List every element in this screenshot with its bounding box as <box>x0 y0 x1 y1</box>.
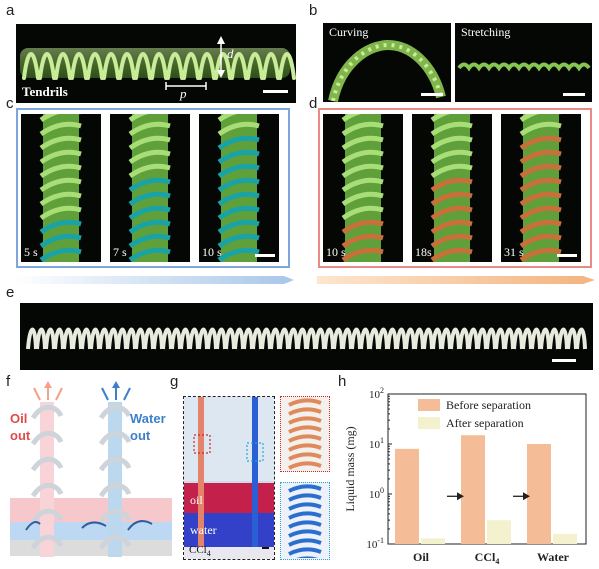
diameter-label: d <box>227 46 234 61</box>
water-out-label: Water out <box>130 410 166 444</box>
separation-photo-graphic <box>184 397 274 559</box>
panel-d-frame <box>318 108 592 268</box>
pitch-label: p <box>180 86 187 101</box>
x-tick-label: Oil <box>413 550 430 564</box>
bar-before <box>461 435 485 544</box>
tendrils-photo: Tendrils p d <box>16 24 296 103</box>
arrow-head <box>523 492 530 501</box>
helix-fiber-graphic <box>39 107 82 263</box>
scale-bar <box>255 254 275 257</box>
panel-c-image-1: 5 s <box>21 107 101 263</box>
scale-bar <box>552 359 576 362</box>
bar-after <box>487 520 511 544</box>
oil-out-line1: Oil <box>10 411 28 426</box>
oil-out-line2: out <box>10 428 31 443</box>
time-label: 7 s <box>113 245 127 259</box>
stretching-tendril-graphic <box>457 62 591 72</box>
panel-d-time-arrow <box>317 276 595 284</box>
stretching-label: Stretching <box>461 25 511 39</box>
water-zoom-graphic <box>288 484 322 565</box>
water-out-line1: Water <box>130 411 166 426</box>
time-label: 5 s <box>24 245 38 259</box>
panel-label-f: f <box>6 373 11 390</box>
oil-layer-label: oil <box>190 493 203 507</box>
legend-label: After separation <box>446 416 524 430</box>
time-label: 31 s <box>504 245 524 259</box>
bar-after <box>421 538 445 544</box>
time-label: 10 s <box>326 245 346 259</box>
curving-tendril-graphic <box>328 39 446 103</box>
oil-out-label: Oil out <box>10 410 30 444</box>
panel-label-h: h <box>338 373 347 390</box>
helix-fiber-graphic <box>341 107 384 263</box>
tendril-coil-graphic <box>20 36 296 90</box>
scale-bar <box>557 254 577 257</box>
panel-label-e: e <box>6 284 15 301</box>
bar-after <box>553 533 577 544</box>
scale-bar <box>421 93 443 96</box>
ccl4-main: CCl <box>189 544 207 556</box>
y-tick-label: 101 <box>369 436 384 451</box>
ccl4-layer-label: CCl4 <box>189 544 211 558</box>
separation-schematic: Oil out Water out <box>6 380 174 558</box>
separation-photo: oil water CCl4 <box>183 396 275 560</box>
panel-label-d: d <box>309 95 318 112</box>
helix-fiber-graphic <box>430 107 473 263</box>
panel-label-a: a <box>6 2 15 19</box>
time-label: 18s <box>415 245 432 259</box>
panel-d-image-2: 18s <box>412 107 492 263</box>
helix-fiber-graphic <box>217 107 260 263</box>
stretching-photo: Stretching <box>455 23 592 102</box>
scale-bar <box>563 93 585 96</box>
long-helix-graphic <box>26 327 587 350</box>
panel-label-b: b <box>309 2 318 19</box>
curving-photo: Curving <box>323 23 451 103</box>
legend-swatch <box>418 417 440 429</box>
panel-c-time-arrow <box>14 276 294 284</box>
tendrils-label: Tendrils <box>22 84 68 99</box>
y-tick-label: 102 <box>369 386 384 401</box>
y-tick-label: 100 <box>369 486 384 501</box>
x-tick-label: CCl4 <box>475 550 500 566</box>
panel-d-image-1: 10 s <box>323 107 403 263</box>
x-tick-label: Water <box>537 550 570 564</box>
oil-zoom-graphic <box>288 398 322 479</box>
schematic-graphic <box>10 381 172 557</box>
bar-before <box>395 448 419 544</box>
water-zoom-inset <box>280 482 330 565</box>
time-label: 10 s <box>202 245 222 259</box>
long-helix-photo <box>20 303 593 370</box>
curving-label: Curving <box>329 25 369 39</box>
water-layer-label: water <box>190 523 217 537</box>
panel-d-image-3: 31 s <box>501 107 581 263</box>
arrow-head <box>457 492 464 501</box>
scale-bar <box>263 90 288 93</box>
helix-fiber-graphic <box>519 107 562 263</box>
oil-zoom-inset <box>280 396 330 479</box>
ccl4-sub: 4 <box>206 549 211 559</box>
y-tick-label: 10-1 <box>366 536 384 551</box>
y-axis-label: Liquid mass (mg) <box>343 426 357 511</box>
water-out-line2: out <box>130 428 151 443</box>
legend-swatch <box>418 399 440 411</box>
panel-label-c: c <box>6 95 14 112</box>
panel-label-g: g <box>170 373 179 390</box>
panel-c-frame <box>16 108 290 268</box>
bar-before <box>527 444 551 544</box>
panel-c-image-2: 7 s <box>110 107 190 263</box>
panel-c-image-3: 10 s <box>199 107 279 263</box>
legend-label: Before separation <box>446 398 531 412</box>
helix-fiber-graphic <box>128 107 171 263</box>
